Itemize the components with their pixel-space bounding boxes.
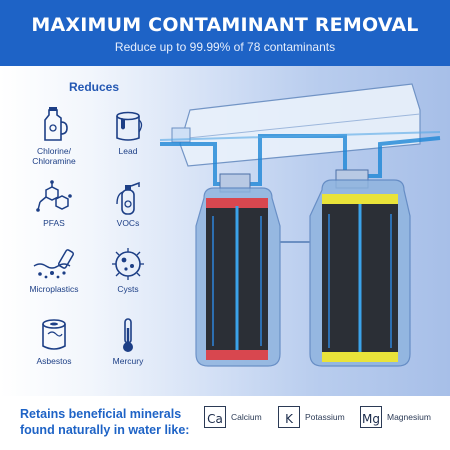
filter-system-illustration bbox=[159, 83, 441, 367]
element-tile: K bbox=[278, 406, 300, 428]
contaminant-pfas: PFAS bbox=[14, 180, 94, 228]
bleach-bottle-icon bbox=[44, 107, 68, 141]
fire-extinguisher-icon bbox=[116, 181, 140, 215]
element-symbol: Ca bbox=[207, 412, 223, 426]
contaminant-label: VOCs bbox=[116, 218, 140, 228]
contaminant-lead: Lead bbox=[88, 106, 168, 156]
retains-text: Retains beneficial minerals found natura… bbox=[20, 407, 190, 437]
page-subtitle: Reduce up to 99.99% of 78 contaminants bbox=[114, 40, 336, 54]
mineral-potassium: K Potassium bbox=[278, 406, 345, 428]
molecule-icon bbox=[36, 180, 72, 212]
contaminant-vocs: VOCs bbox=[88, 180, 168, 228]
contaminant-label: Cysts bbox=[117, 284, 139, 294]
microplastics-icon bbox=[33, 249, 74, 279]
header-banner: MAXIMUM CONTAMINANT REMOVAL Reduce up to… bbox=[0, 0, 450, 66]
element-name: Magnesium bbox=[387, 412, 431, 422]
right-cartridge-cap bbox=[322, 194, 398, 204]
element-name: Potassium bbox=[305, 412, 345, 422]
contaminant-label: Asbestos bbox=[36, 356, 72, 366]
mineral-calcium: Ca Calcium bbox=[204, 406, 262, 428]
asbestos-roll-icon bbox=[42, 319, 66, 350]
element-name: Calcium bbox=[231, 412, 262, 422]
left-cartridge-cap bbox=[206, 198, 268, 208]
mineral-magnesium: Mg Magnesium bbox=[360, 406, 431, 428]
contaminant-label: Mercury bbox=[112, 356, 144, 366]
main-panel: Reduces Chlorine/ Chloramine Lead bbox=[0, 66, 450, 396]
contaminant-mercury: Mercury bbox=[88, 316, 168, 366]
contaminant-microplastics: Microplastics bbox=[14, 246, 94, 294]
reduces-heading: Reduces bbox=[69, 80, 120, 94]
element-symbol: K bbox=[285, 412, 293, 426]
contaminant-label: Chlorine/ Chloramine bbox=[32, 146, 76, 166]
contaminant-label: Microplastics bbox=[29, 284, 79, 294]
contaminant-asbestos: Asbestos bbox=[14, 316, 94, 366]
contaminant-cysts: Cysts bbox=[88, 246, 168, 294]
minerals-footer: Retains beneficial minerals found natura… bbox=[0, 396, 450, 450]
element-tile: Ca bbox=[204, 406, 226, 428]
contaminant-label: Lead bbox=[118, 146, 138, 156]
cyst-icon bbox=[112, 248, 144, 280]
paint-can-icon bbox=[116, 111, 143, 141]
element-symbol: Mg bbox=[362, 412, 380, 426]
element-tile: Mg bbox=[360, 406, 382, 428]
contaminant-chlorine: Chlorine/ Chloramine bbox=[14, 106, 94, 166]
thermometer-icon bbox=[123, 318, 133, 352]
contaminant-label: PFAS bbox=[43, 218, 65, 228]
page-title: MAXIMUM CONTAMINANT REMOVAL bbox=[31, 14, 419, 36]
